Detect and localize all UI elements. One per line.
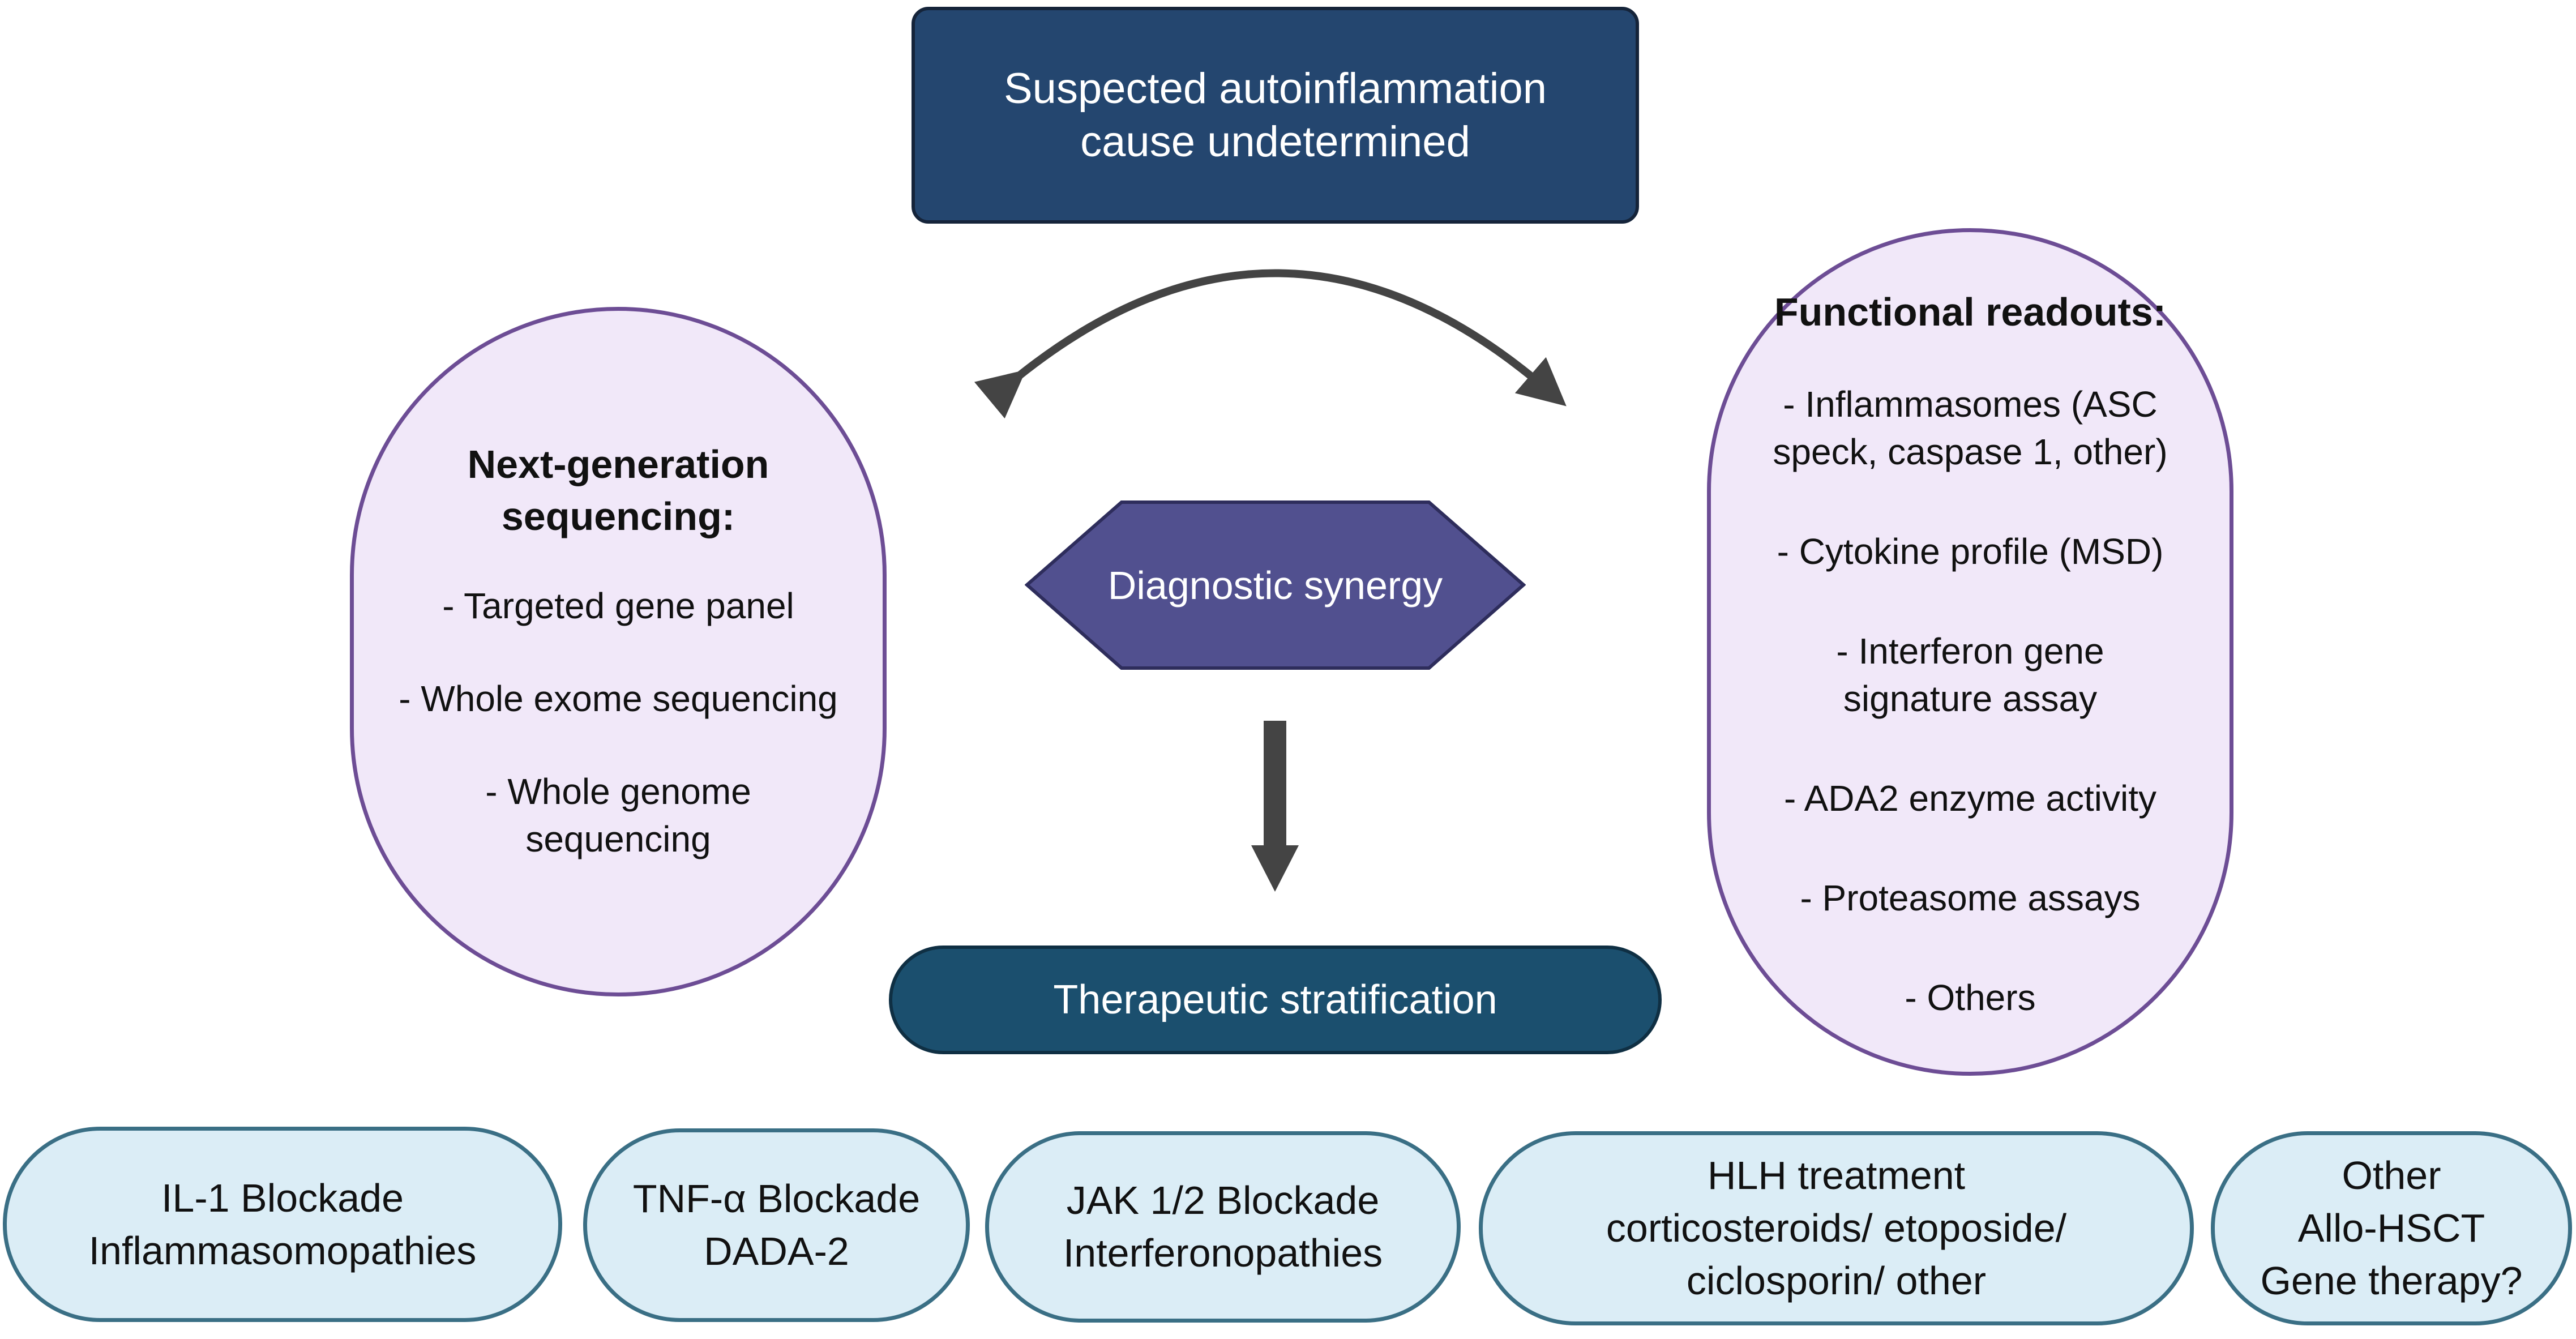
pill-il1-line-2: Inflammasomopathies: [88, 1228, 477, 1273]
func-item-inflammasomes-line-2: speck, caspase 1, other): [1773, 431, 2168, 472]
top-box-line-1: Suspected autoinflammation: [1003, 64, 1547, 113]
pill-hlh-line-2: corticosteroids/ etoposide/: [1606, 1206, 2067, 1250]
suspected-autoinflammation-box: Suspected autoinflammation cause undeter…: [912, 7, 1639, 224]
other-treatment-pill: Other Allo-HSCT Gene therapy?: [2211, 1131, 2572, 1325]
pill-other-line-3: Gene therapy?: [2260, 1259, 2523, 1303]
functional-title: Functional readouts:: [1774, 290, 2167, 334]
diagnostic-synergy-hexagon: [1025, 500, 1526, 670]
pill-hlh-line-1: HLH treatment: [1707, 1153, 1966, 1197]
ngs-item-targeted-gene-panel: - Targeted gene panel: [442, 585, 794, 626]
func-item-inflammasomes-line-1: - Inflammasomes (ASC: [1783, 384, 2158, 425]
func-item-others: - Others: [1905, 977, 2036, 1018]
func-item-ada2: - ADA2 enzyme activity: [1784, 778, 2156, 819]
ngs-title-line-1: Next-generation: [467, 442, 769, 486]
pill-jak-line-2: Interferonopathies: [1063, 1231, 1383, 1275]
func-item-proteasome: - Proteasome assays: [1800, 878, 2141, 918]
func-item-interferon-line-2: signature assay: [1843, 678, 2098, 719]
curved-double-arrow: [974, 269, 1567, 419]
pill-hlh-line-3: ciclosporin/ other: [1686, 1259, 1987, 1303]
pill-tnf-line-1: TNF-α Blockade: [632, 1177, 921, 1221]
top-box-line-2: cause undetermined: [1080, 117, 1470, 166]
ngs-item-whole-genome-line-2: sequencing: [525, 819, 711, 859]
therapeutic-stratification-bar: Therapeutic stratification: [889, 946, 1662, 1054]
functional-readouts-box: Functional readouts: - Inflammasomes (AS…: [1707, 228, 2233, 1076]
therapeutic-stratification-label: Therapeutic stratification: [1053, 977, 1497, 1023]
pill-tnf-line-2: DADA-2: [704, 1229, 849, 1273]
next-generation-sequencing-box: Next-generation sequencing: - Targeted g…: [350, 307, 887, 996]
il1-blockade-pill: IL-1 Blockade Inflammasomopathies: [3, 1127, 562, 1322]
pill-other-line-2: Allo-HSCT: [2297, 1206, 2485, 1250]
pill-jak-line-1: JAK 1/2 Blockade: [1066, 1178, 1380, 1222]
down-arrow: [1251, 721, 1299, 892]
func-item-cytokine-profile: - Cytokine profile (MSD): [1777, 531, 2164, 572]
pill-other-line-1: Other: [2342, 1153, 2441, 1197]
func-item-interferon-line-1: - Interferon gene: [1836, 631, 2104, 671]
ngs-title-line-2: sequencing:: [501, 494, 735, 538]
pill-il1-line-1: IL-1 Blockade: [161, 1175, 404, 1220]
tnf-alpha-blockade-pill: TNF-α Blockade DADA-2: [583, 1128, 970, 1322]
jak-blockade-pill: JAK 1/2 Blockade Interferonopathies: [985, 1131, 1461, 1323]
hlh-treatment-pill: HLH treatment corticosteroids/ etoposide…: [1479, 1131, 2194, 1325]
ngs-item-whole-genome-line-1: - Whole genome: [485, 771, 751, 812]
ngs-item-whole-exome: - Whole exome sequencing: [399, 678, 838, 719]
diagnostic-synergy-label: Diagnostic synergy: [1107, 563, 1443, 608]
